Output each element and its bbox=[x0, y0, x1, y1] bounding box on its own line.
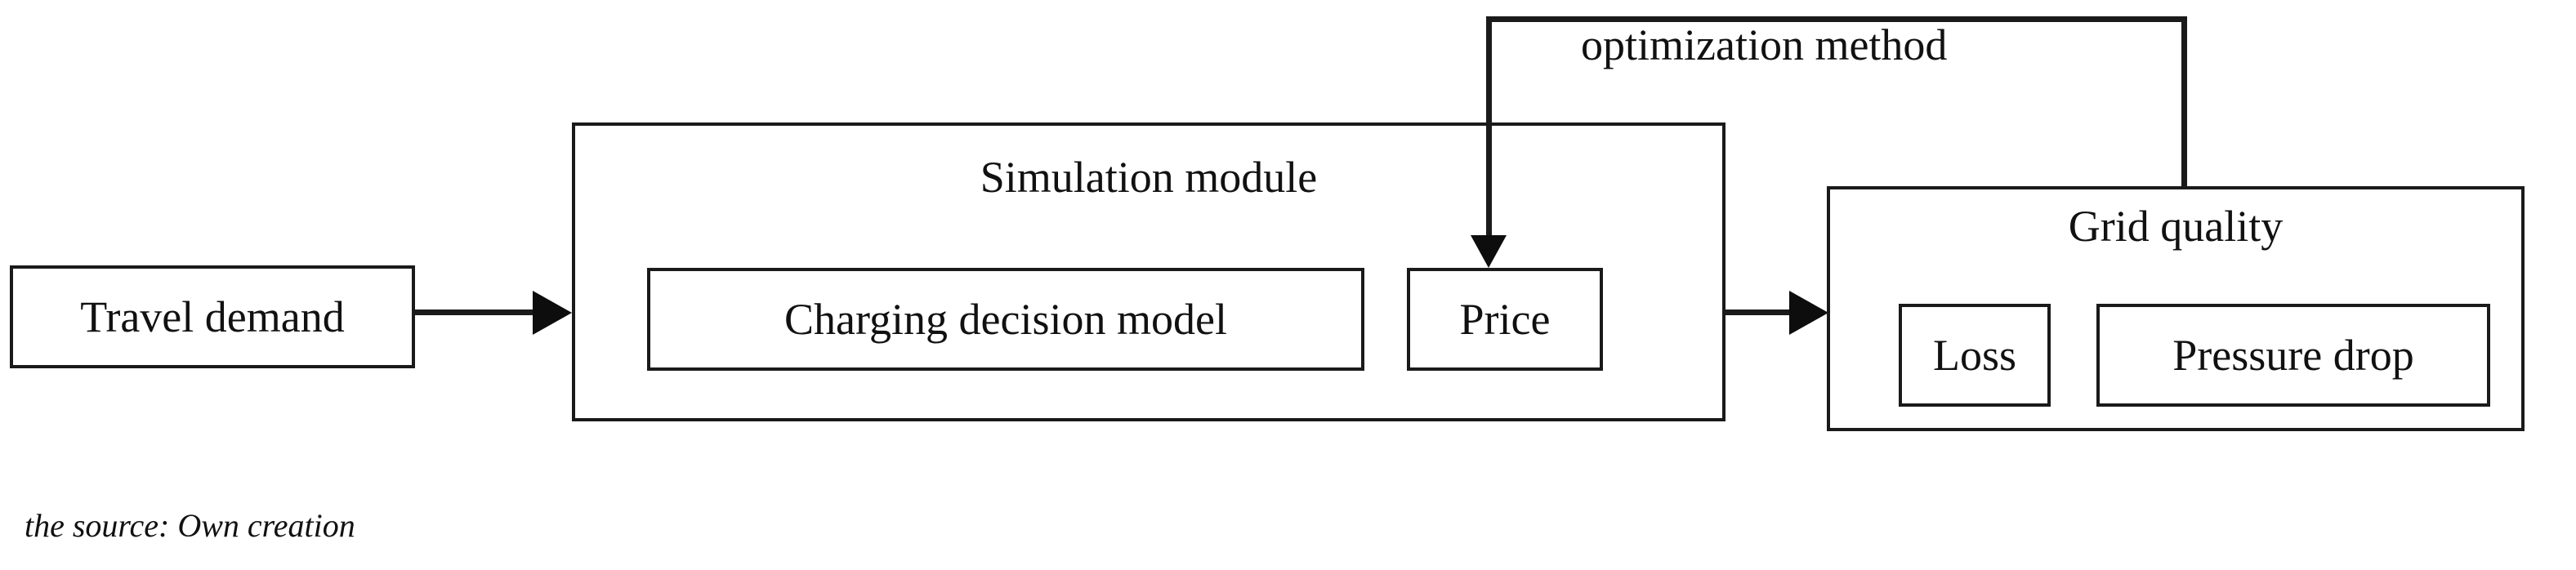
node-simulation-module bbox=[572, 122, 1726, 421]
node-charging-decision-model-label: Charging decision model bbox=[784, 294, 1227, 344]
node-price-label: Price bbox=[1459, 294, 1551, 344]
edge-feedback-riser bbox=[2181, 16, 2187, 189]
edge-feedback-label: optimization method bbox=[1581, 20, 1948, 69]
node-grid-quality-label: Grid quality bbox=[2068, 202, 2284, 251]
node-travel-demand-label: Travel demand bbox=[80, 292, 345, 341]
node-pressure-drop bbox=[2096, 304, 2490, 407]
node-pressure-drop-label: Pressure drop bbox=[2172, 330, 2414, 380]
node-loss bbox=[1899, 304, 2051, 407]
node-loss-label: Loss bbox=[1932, 330, 2016, 380]
source-caption: the source: Own creation bbox=[25, 507, 355, 544]
edge-feedback-drop bbox=[1486, 16, 1492, 238]
edge-simulation-to-grid-arrowhead bbox=[1789, 291, 1828, 335]
edge-feedback-arrowhead bbox=[1471, 235, 1507, 268]
node-price bbox=[1407, 268, 1603, 371]
node-simulation-module-label: Simulation module bbox=[980, 153, 1318, 202]
node-travel-demand bbox=[10, 265, 415, 368]
edge-simulation-to-grid-line bbox=[1722, 309, 1791, 315]
node-charging-decision-model bbox=[647, 268, 1364, 371]
edge-demand-to-simulation-line bbox=[415, 309, 536, 315]
node-grid-quality bbox=[1827, 186, 2525, 431]
edge-demand-to-simulation-arrowhead bbox=[533, 291, 572, 335]
edge-feedback-top-run bbox=[1486, 16, 2187, 22]
